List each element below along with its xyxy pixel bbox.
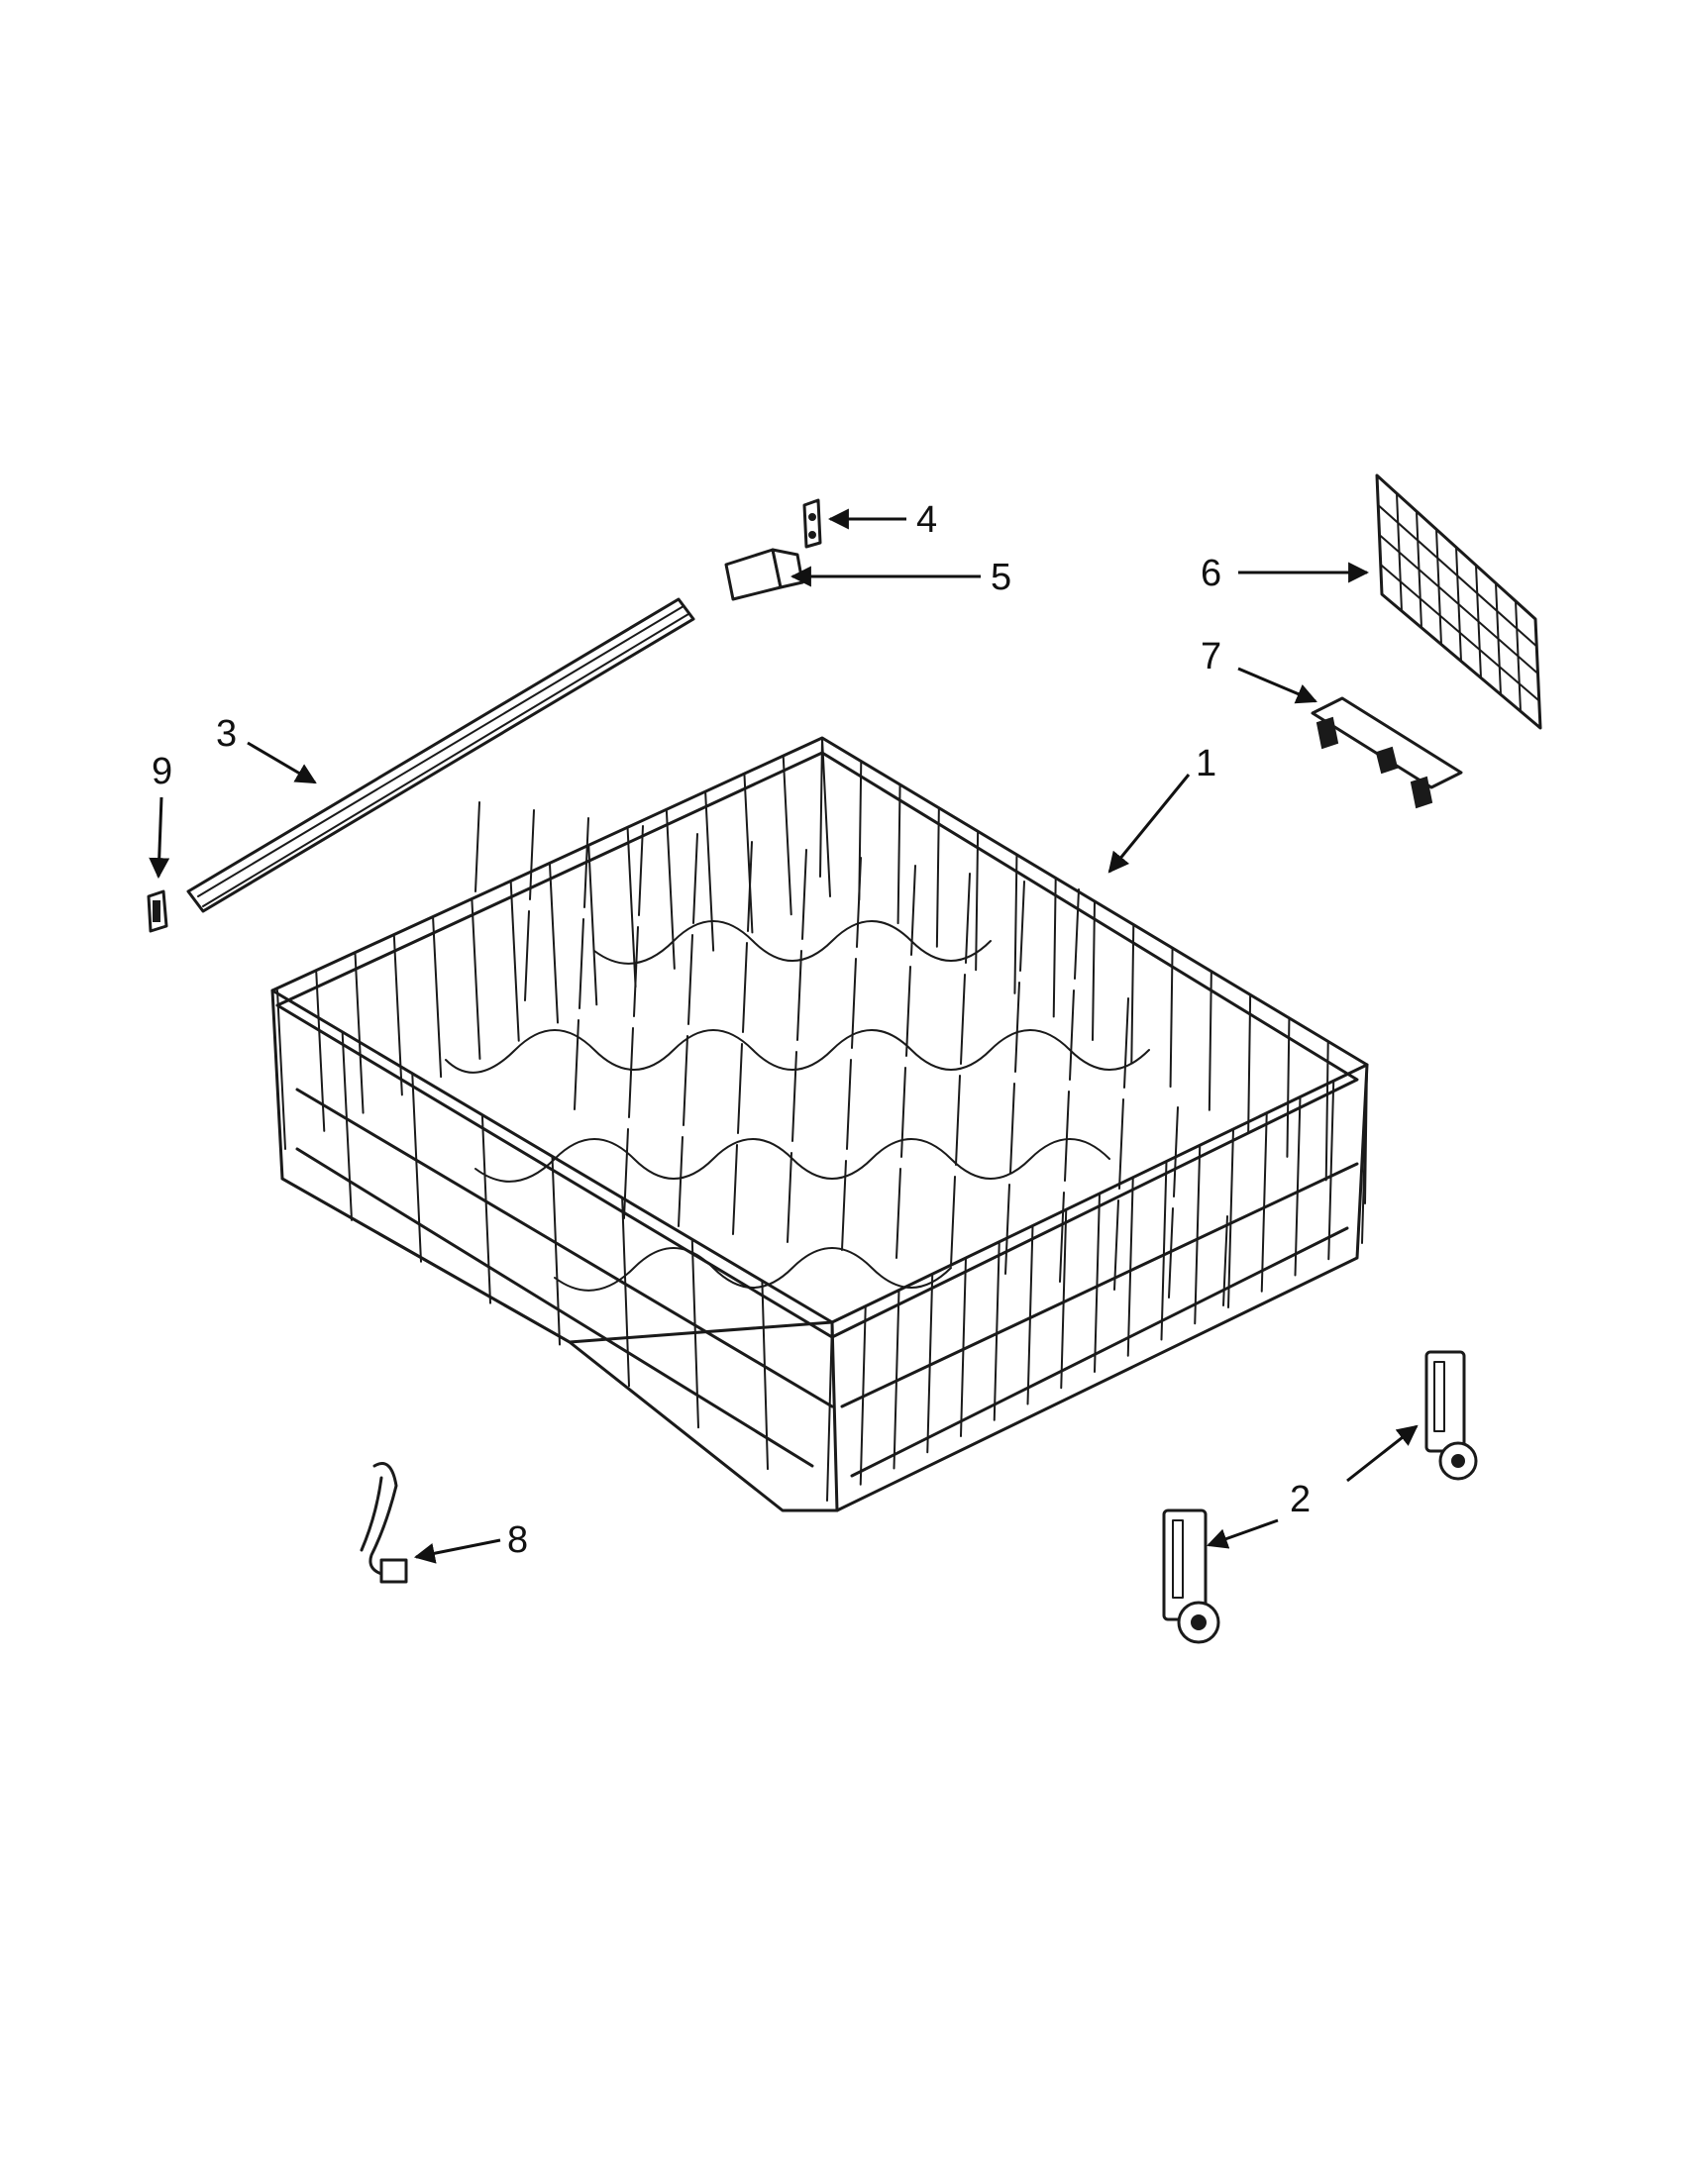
callout-9: 9 xyxy=(152,751,173,792)
callout-1: 1 xyxy=(1196,743,1217,784)
rack-clip-icon xyxy=(1311,696,1463,809)
wire-clip-icon xyxy=(360,1462,408,1584)
callout-3: 3 xyxy=(216,713,238,755)
callout-2: 2 xyxy=(1290,1479,1312,1520)
callout-8: 8 xyxy=(507,1519,529,1561)
callout-4: 4 xyxy=(916,499,938,541)
callout-7: 7 xyxy=(1201,636,1222,677)
track-end-cap-icon xyxy=(724,548,804,601)
leader-lines xyxy=(149,508,1419,1564)
tine-row-icon xyxy=(1375,473,1542,730)
track-stop-clip-icon xyxy=(802,498,822,549)
rack-track-icon xyxy=(186,597,695,913)
track-end-stop-icon xyxy=(147,889,168,933)
callout-5: 5 xyxy=(991,557,1012,598)
rack-adjuster-icon xyxy=(1162,1350,1478,1644)
dish-rack-icon xyxy=(270,736,1369,1512)
callout-6: 6 xyxy=(1201,553,1222,594)
